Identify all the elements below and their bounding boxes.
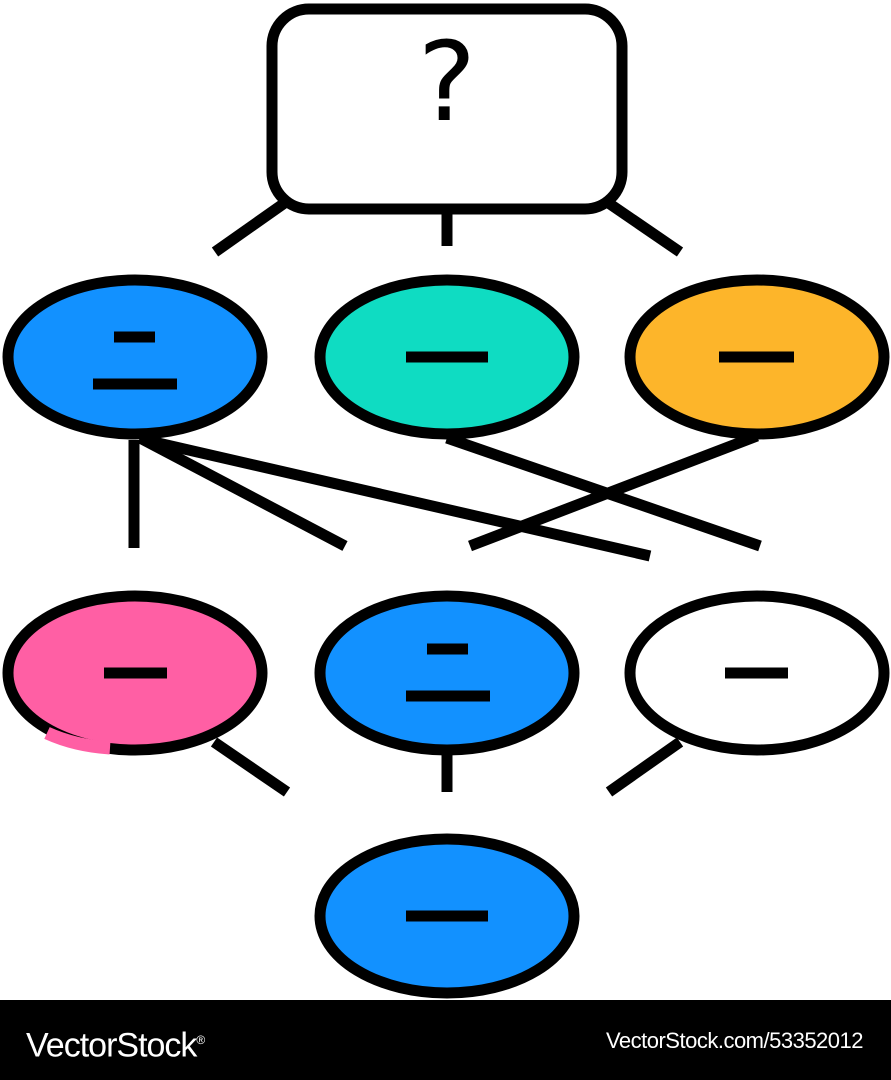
root-question-box: ? — [266, 3, 628, 215]
connector-n4-down — [210, 737, 291, 797]
stock-id-text: VectorStock.com/53352012 — [605, 1028, 864, 1053]
node-3 — [624, 274, 890, 440]
node-7 — [314, 833, 580, 999]
watermark-footer: VectorStock® VectorStock.com/53352012 — [0, 1000, 891, 1080]
registered-mark: ® — [196, 1033, 205, 1047]
connector-n1-diag-b — [143, 434, 652, 562]
node-2 — [314, 274, 580, 440]
node-1 — [2, 274, 268, 440]
connector-root-left — [211, 197, 290, 257]
connector-root-right — [603, 197, 684, 257]
node-6 — [624, 590, 890, 756]
question-mark: ? — [418, 18, 476, 146]
connector-n3-diag — [468, 430, 759, 552]
connector-n1-diag-a — [137, 433, 348, 551]
vectorstock-logo: VectorStock® — [26, 1020, 205, 1065]
connector-n6-down — [605, 737, 684, 797]
brand-text: VectorStock — [26, 1026, 197, 1065]
decision-tree-diagram: ? — [2, 3, 890, 999]
node-4 — [2, 590, 268, 756]
node-5 — [314, 590, 580, 756]
